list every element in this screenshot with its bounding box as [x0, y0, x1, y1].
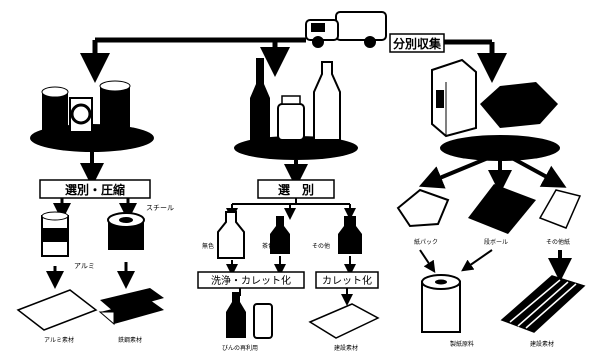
construction-beams-icon: [502, 276, 584, 332]
other-paper-label: その他紙: [546, 238, 570, 246]
paper-roll-icon: [422, 275, 460, 332]
wash-label: 洗浄・カレット化: [211, 274, 291, 287]
milk-pack-icon: [398, 190, 448, 226]
cardboard-label: 段ボール: [484, 238, 508, 246]
page-title: 分別収集: [393, 36, 442, 51]
paper-product-label: 製紙原料: [450, 340, 474, 348]
clear-bottle-icon: [218, 212, 244, 258]
middle-split-lines: [232, 198, 350, 214]
construction-product-label: 建設素材: [530, 340, 554, 348]
right-arrow-2a: [420, 250, 432, 268]
aluminum-can-icon: [42, 212, 68, 256]
reused-bottle-clear-icon: [254, 304, 272, 338]
steel-label: スチール: [146, 204, 174, 212]
other-paper-icon: [540, 190, 580, 228]
aluminum-label: アルミ: [74, 262, 95, 270]
steel-plates-icon: [100, 288, 164, 324]
other-label: その他: [312, 242, 330, 250]
aluminum-sheet-icon: [18, 290, 96, 330]
cardboard-icon: [468, 184, 536, 234]
right-arrow-2b: [466, 250, 492, 268]
collection-truck-icon: [306, 12, 386, 48]
steel-product-label: 鉄鋼素材: [118, 336, 142, 344]
middle-process-label: 選 別: [278, 183, 314, 197]
reused-bottle-dark-icon: [226, 292, 246, 338]
steel-coil-icon: [108, 213, 144, 250]
paper-carton-icon: [432, 60, 560, 161]
aluminum-product-label: アルミ素材: [44, 336, 74, 344]
milk-pack-label: 紙パック: [414, 238, 438, 246]
cullet-sheet-icon: [310, 304, 378, 338]
brown-label: 茶色: [262, 242, 274, 250]
clear-label: 無色: [202, 242, 214, 250]
other-bottle-icon: [338, 216, 362, 254]
left-process-label: 選別・圧縮: [65, 182, 125, 197]
cullet-product-label: 建設素材: [334, 344, 358, 352]
can-icon: [30, 81, 154, 152]
right-split-lines: [430, 158, 556, 182]
cullet-label: カレット化: [322, 274, 372, 287]
bottle-icon: [234, 58, 358, 160]
reuse-product-label: びんの再利用: [222, 344, 258, 352]
